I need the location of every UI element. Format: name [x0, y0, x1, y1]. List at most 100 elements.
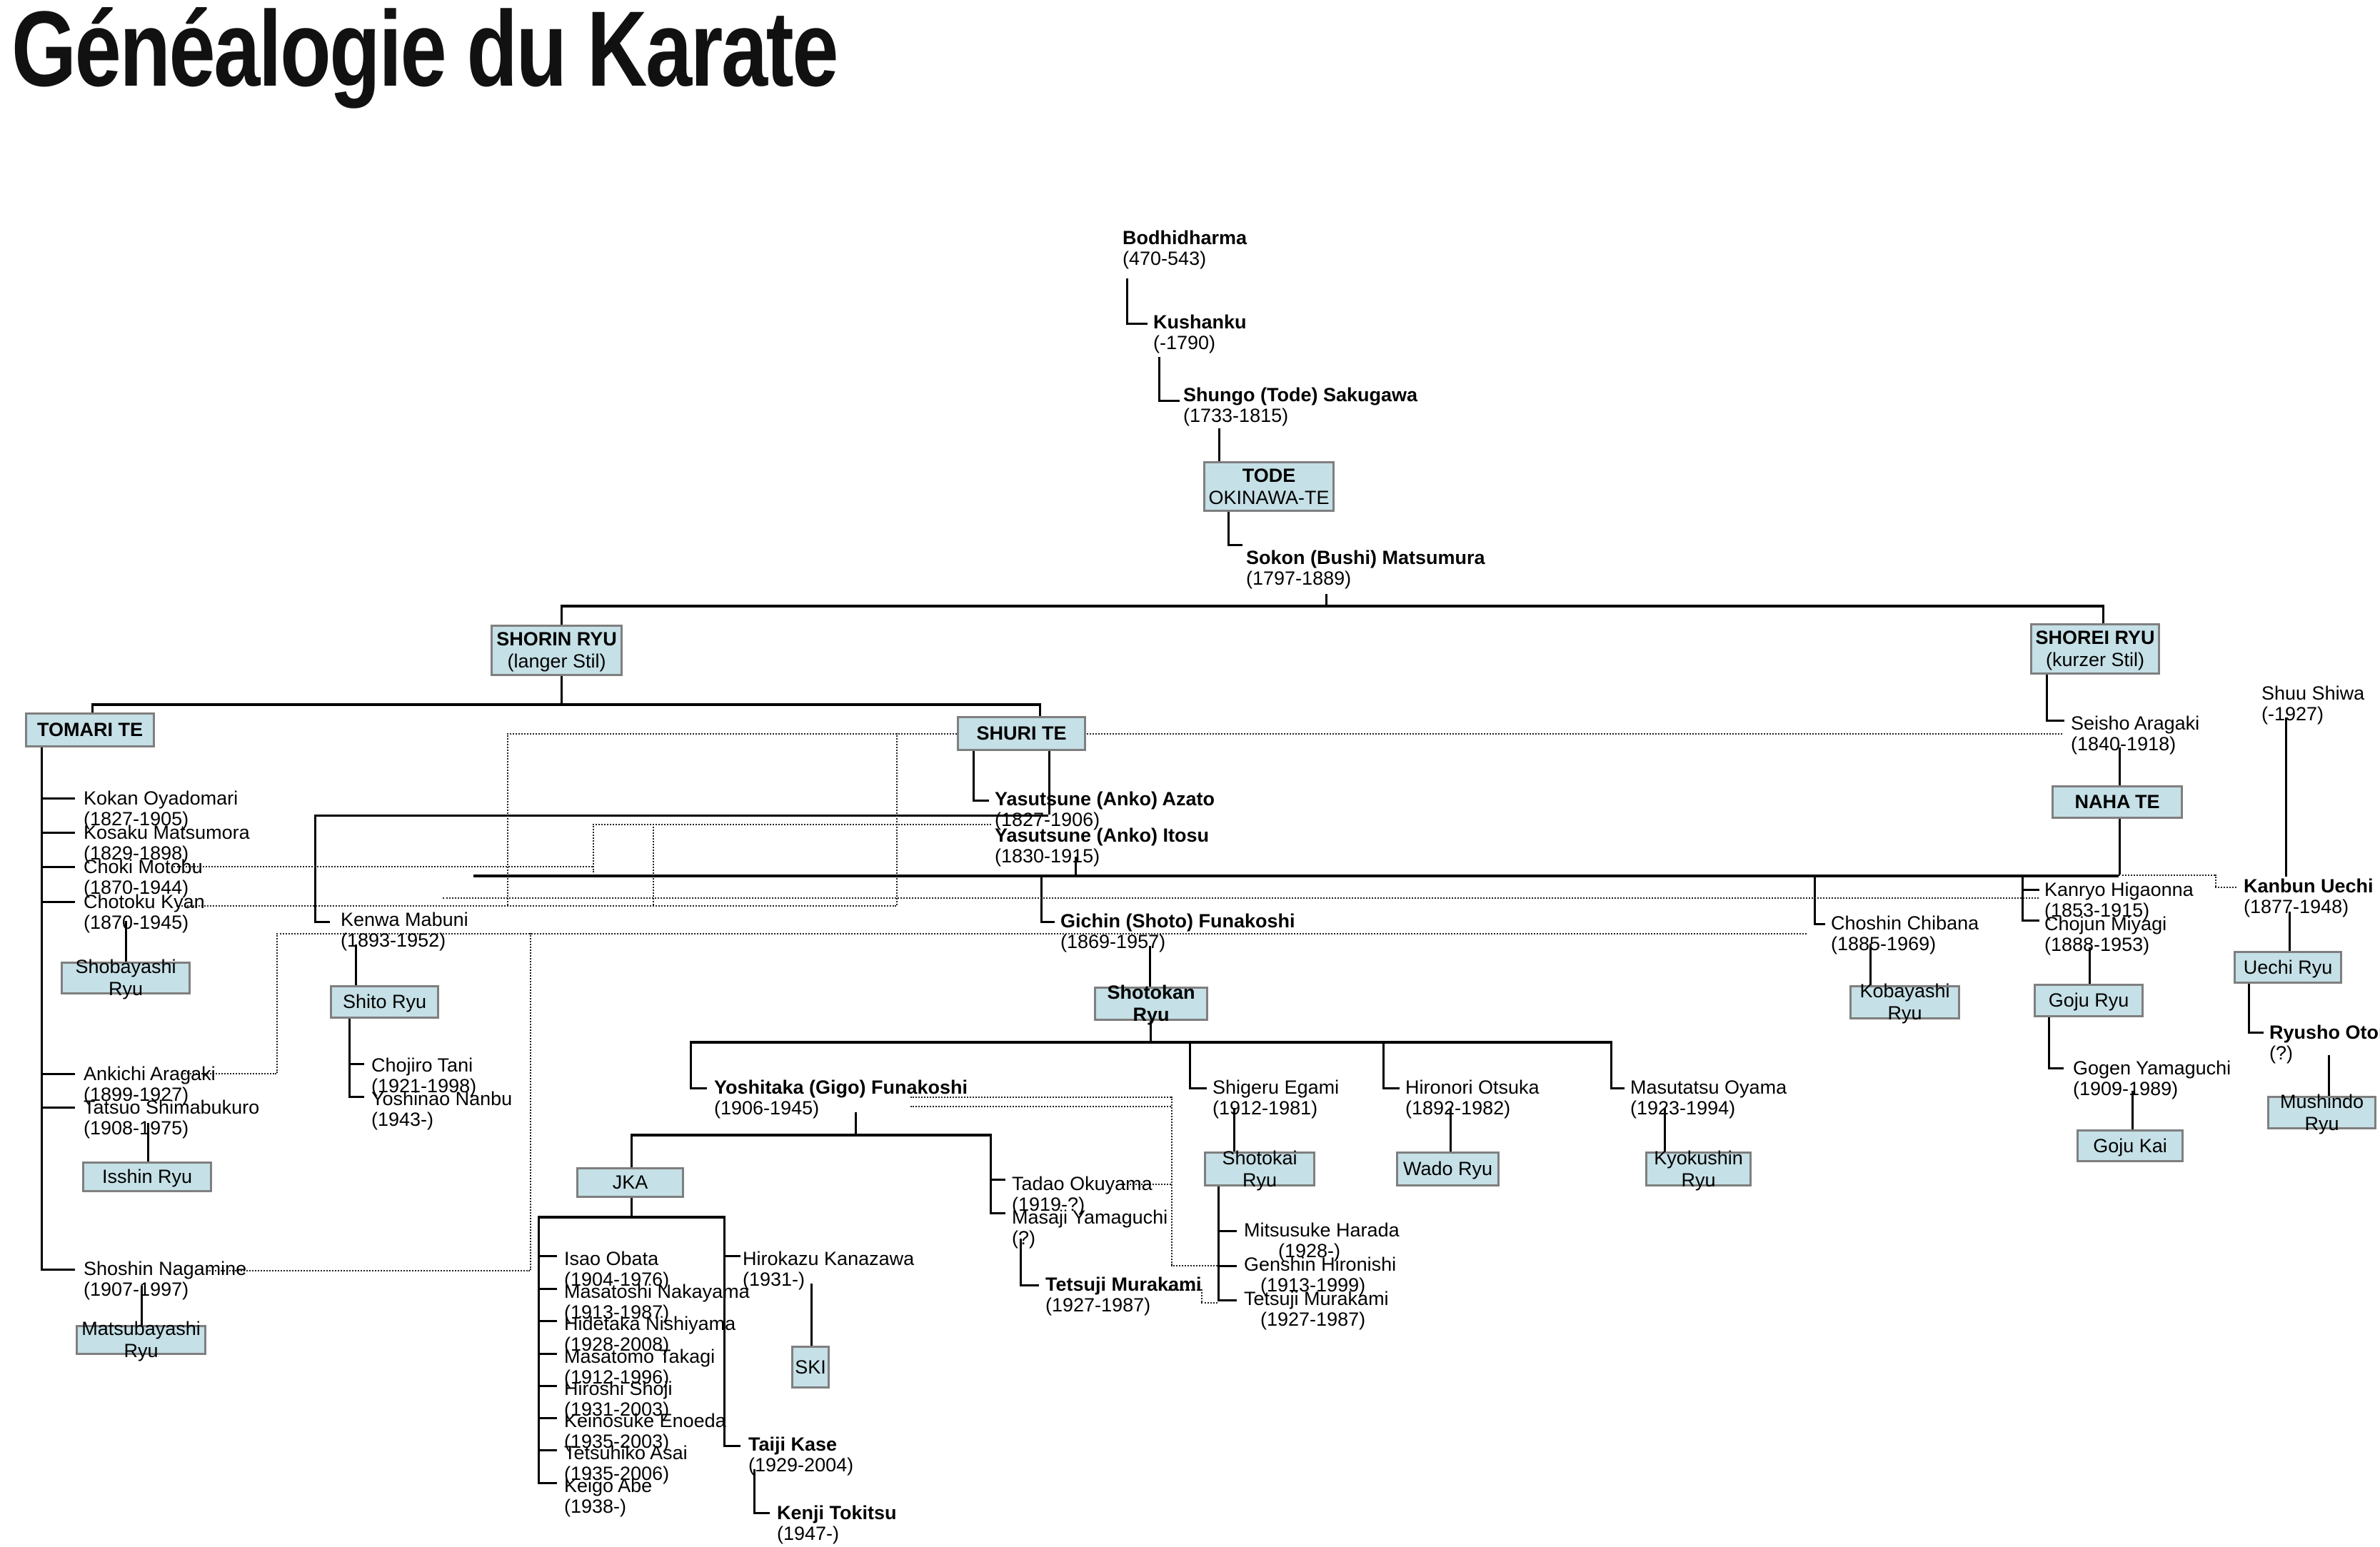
influence-line: [1121, 1184, 1171, 1185]
influence-line: [276, 933, 1807, 934]
box-label: Shobayashi Ryu: [75, 956, 176, 999]
person-dates: (1935-2003): [564, 1431, 670, 1452]
connector-line: [855, 1112, 857, 1134]
person-dates: (1877-1948): [2244, 896, 2349, 917]
person-dates: (1938-): [564, 1496, 627, 1517]
person-dates: (?): [2269, 1042, 2293, 1064]
person-name: Tetsuji Murakami: [1045, 1274, 1202, 1295]
shungo-tode-sakugawa-node: Shungo (Tode) Sakugawa(1733-1815): [1183, 386, 1417, 425]
hirokazu-kanazawa-node: Hirokazu Kanazawa(1931-): [743, 1249, 914, 1289]
connector-line: [1020, 1284, 1039, 1286]
connector-line: [1814, 875, 1816, 923]
person-dates: (1829-1898): [84, 842, 189, 864]
person-dates: (1928-): [1278, 1240, 1341, 1261]
influence-line: [176, 905, 896, 907]
masatoshi-nakayama-node: Masatoshi Nakayama(1913-1987): [564, 1282, 750, 1322]
box-label: NAHA TE: [2074, 791, 2160, 812]
hironori-otsuka-node: Hironori Otsuka(1892-1982): [1405, 1078, 1540, 1118]
influence-line: [593, 824, 991, 825]
person-name: Hidetaka Nishiyama: [564, 1313, 736, 1334]
connector-line: [41, 747, 43, 1269]
box-label: Uechi Ryu: [2243, 956, 2333, 978]
person-name: Tetsuhiko Asai: [564, 1442, 688, 1463]
person-dates: (1923-1994): [1630, 1097, 1736, 1119]
box-label: Shotokai Ryu: [1222, 1147, 1297, 1191]
connector-line: [2046, 675, 2048, 720]
person-name: Masatomo Takagi: [564, 1346, 715, 1367]
connector-line: [1382, 1087, 1400, 1089]
person-name: Masaji Yamaguchi: [1012, 1206, 1168, 1228]
person-dates: (1947-): [777, 1523, 840, 1544]
person-name: Yasutsune (Anko) Itosu: [995, 825, 1210, 846]
person-name: Seisho Aragaki: [2071, 712, 2200, 734]
influence-line: [182, 1073, 276, 1074]
masatomo-takagi-node: Masatomo Takagi(1912-1996): [564, 1347, 715, 1387]
kanbun-uechi-node: Kanbun Uechi(1877-1948): [2244, 877, 2374, 917]
person-dates: (1908-1975): [84, 1117, 189, 1139]
connector-line: [1814, 923, 1825, 925]
person-name: Chojiro Tani: [371, 1054, 473, 1076]
kosaku-matsumora-node: Kosaku Matsumora(1829-1898): [84, 823, 250, 863]
person-name: Kanryo Higaonna: [2044, 879, 2194, 900]
hiroshi-shoji-node: Hiroshi Shoji(1931-2003): [564, 1379, 673, 1419]
person-dates: (1830-1915): [995, 845, 1100, 867]
connector-line: [1048, 751, 1050, 815]
tetsuji-murakami-node: Tetsuji Murakami(1927-1987): [1045, 1275, 1202, 1315]
shobayashi-ryu-box: Shobayashi Ryu: [61, 956, 191, 999]
person-dates: (1943-): [371, 1109, 434, 1130]
person-name: Mitsusuke Harada: [1244, 1219, 1400, 1241]
connector-line: [314, 921, 330, 923]
connector-line: [1218, 428, 1220, 461]
seisho-aragaki-node: Seisho Aragaki(1840-1918): [2071, 714, 2199, 754]
connector-line: [1040, 921, 1055, 923]
ryusho-otomo-node: Ryusho Otomo(?): [2269, 1023, 2380, 1063]
influence-line: [507, 733, 2062, 735]
person-name: Chotoku Kyan: [84, 891, 205, 912]
person-name: Kanbun Uechi: [2244, 875, 2374, 897]
influence-line: [276, 933, 278, 1073]
tadao-okuyama-node: Tadao Okuyama(1919-?): [1012, 1174, 1153, 1214]
jka-box: JKA: [576, 1167, 684, 1198]
person-name: Chojun Miyagi: [2044, 913, 2167, 934]
person-dates: (1906-1945): [714, 1097, 820, 1119]
person-dates: (1929-2004): [748, 1454, 854, 1476]
connector-line: [41, 797, 75, 800]
kanryo-higaonna-node: Kanryo Higaonna(1853-1915): [2044, 880, 2194, 920]
connector-line: [91, 703, 94, 714]
yoshinao-nanbu-node: Yoshinao Nanbu(1943-): [371, 1089, 512, 1129]
influence-line: [653, 824, 654, 905]
connector-line: [2102, 605, 2104, 625]
person-dates: (1912-1981): [1212, 1097, 1318, 1119]
connector-line: [538, 1417, 557, 1419]
connector-line: [1039, 703, 1041, 716]
box-label: Isshin Ryu: [101, 1166, 193, 1187]
connector-line: [1150, 1021, 1152, 1041]
connector-line: [538, 1255, 557, 1257]
person-name: Choshin Chibana: [1831, 912, 1979, 934]
box-sublabel: (langer Stil): [507, 650, 606, 672]
page-title: Généalogie du Karate: [11, 0, 838, 109]
person-name: Bodhidharma: [1123, 227, 1247, 248]
person-dates: (1927-1987): [1045, 1294, 1151, 1316]
person-name: Kokan Oyadomari: [84, 787, 238, 809]
person-name: Ryusho Otomo: [2269, 1022, 2380, 1043]
connector-line: [723, 1255, 740, 1257]
connector-line: [538, 1449, 557, 1451]
shito-ryu-box: Shito Ryu: [330, 985, 439, 1019]
hidetaka-nishiyama-node: Hidetaka Nishiyama(1928-2008): [564, 1314, 735, 1354]
person-dates: (1827-1905): [84, 808, 189, 830]
connector-line: [2132, 1091, 2134, 1129]
person-name: Hironori Otsuka: [1405, 1077, 1540, 1098]
kenji-tokitsu-node: Kenji Tokitsu(1947-): [777, 1503, 897, 1543]
shuu-shiwa-node: Shuu Shiwa(-1927): [2261, 684, 2364, 724]
connector-line: [1227, 544, 1242, 546]
person-name: Kosaku Matsumora: [84, 822, 250, 843]
box-label: SKI: [795, 1356, 826, 1378]
box-label: SHURI TE: [976, 722, 1067, 744]
connector-line: [2022, 889, 2039, 891]
connector-line: [1217, 1186, 1220, 1299]
connector-line: [41, 832, 75, 834]
connector-line: [538, 1320, 557, 1322]
chojun-miyagi-node: Chojun Miyagi(1888-1953): [2044, 914, 2166, 954]
